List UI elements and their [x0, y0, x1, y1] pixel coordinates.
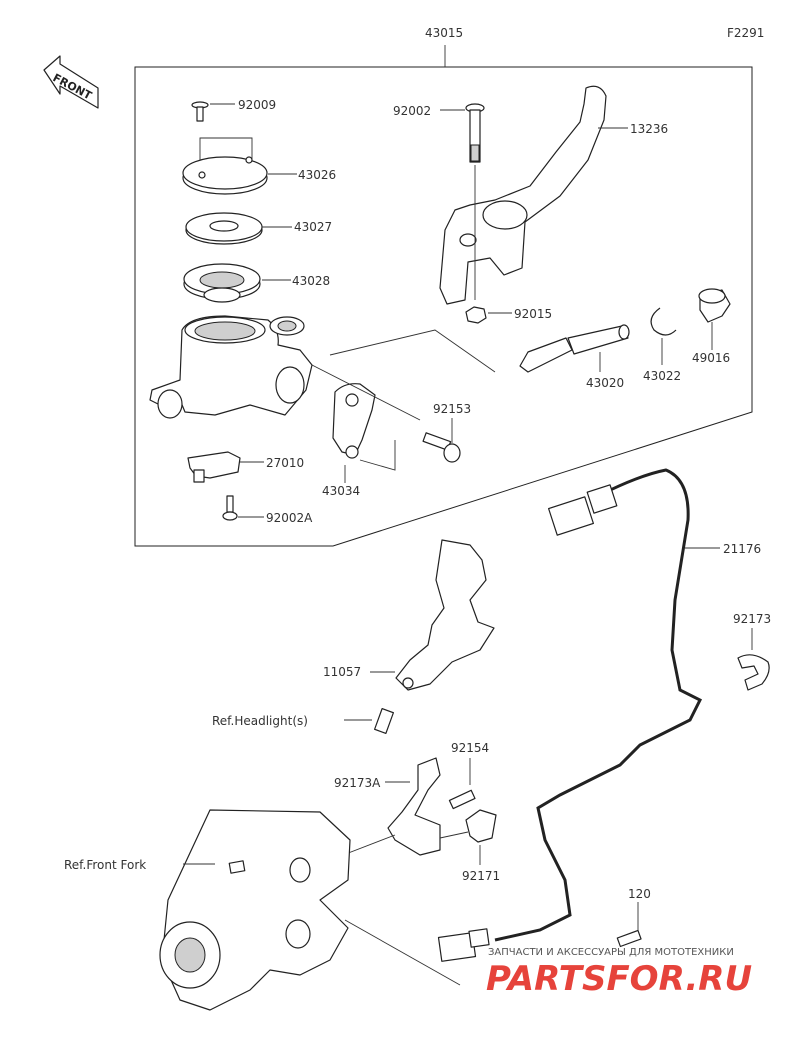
- wiring-harness-21176: [494, 468, 703, 942]
- pivot-bolt-92002-icon: [465, 103, 485, 163]
- clamp-92173-icon: [737, 654, 770, 691]
- brake-lever-13236-icon: [439, 85, 607, 305]
- diagram-code: F2291: [727, 26, 764, 40]
- bracket-11057-icon: [395, 539, 495, 691]
- label-43015: 43015: [425, 26, 463, 40]
- label-ref-front-fork: Ref.Front Fork: [64, 858, 146, 872]
- label-43020: 43020: [586, 376, 624, 390]
- reservoir-cap-43026-icon: [182, 156, 268, 195]
- label-43028: 43028: [292, 274, 330, 288]
- sensor-head-icon: [437, 928, 490, 962]
- label-92153: 92153: [433, 402, 471, 416]
- plate-43027-icon: [185, 212, 263, 245]
- boot-49016-icon: [698, 288, 731, 323]
- master-cylinder-body-icon: [149, 315, 313, 419]
- piston-kit-43020-icon: [519, 324, 630, 373]
- label-43022: 43022: [643, 369, 681, 383]
- diaphragm-43028-icon: [183, 263, 261, 303]
- label-21176: 21176: [723, 542, 761, 556]
- label-92015: 92015: [514, 307, 552, 321]
- label-27010: 27010: [266, 456, 304, 470]
- watermark-brand: PARTSFOR.RU: [486, 959, 752, 999]
- bolt-92154-icon: [448, 789, 476, 810]
- label-43034: 43034: [322, 484, 360, 498]
- front-arrow-icon: FRONT: [43, 55, 99, 109]
- label-49016: 49016: [692, 351, 730, 365]
- watermark-tagline: ЗАПЧАСТИ И АКСЕССУАРЫ ДЛЯ МОТОТЕХНИКИ: [488, 947, 734, 958]
- assembly-frame: [134, 66, 753, 547]
- bolt-headlight-ref-icon: [373, 708, 395, 734]
- label-92002a: 92002A: [266, 511, 313, 525]
- label-92154: 92154: [451, 741, 489, 755]
- screw-92002a-icon: [222, 495, 238, 521]
- switch-27010-icon: [187, 451, 241, 483]
- label-11057: 11057: [323, 665, 361, 679]
- label-92173: 92173: [733, 612, 771, 626]
- nut-92015-icon: [465, 306, 487, 324]
- circlip-43022-icon: [650, 307, 677, 336]
- label-120: 120: [628, 887, 651, 901]
- label-92171: 92171: [462, 869, 500, 883]
- clip-92171-icon: [439, 809, 497, 843]
- label-92173a: 92173A: [334, 776, 381, 790]
- label-43026: 43026: [298, 168, 336, 182]
- label-92009: 92009: [238, 98, 276, 112]
- front-fork-ref-icon: [159, 809, 351, 1011]
- bracket-92173a-icon: [387, 757, 441, 856]
- screw-92009-icon: [191, 101, 209, 122]
- bolt-120-icon: [616, 929, 642, 948]
- connector-21176-icon: [548, 484, 618, 536]
- clamp-43034-icon: [332, 383, 376, 459]
- label-13236: 13236: [630, 122, 668, 136]
- label-92002: 92002: [393, 104, 431, 118]
- label-43027: 43027: [294, 220, 332, 234]
- label-ref-headlight: Ref.Headlight(s): [212, 714, 308, 728]
- bolt-92153-icon: [422, 432, 461, 463]
